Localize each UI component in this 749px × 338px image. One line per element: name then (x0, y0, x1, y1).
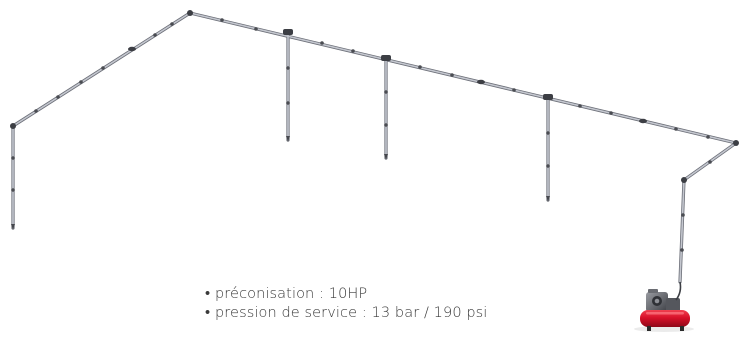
drop-leg-shadow (286, 30, 550, 202)
pipe-coupling (639, 118, 647, 124)
drop-outlets (11, 136, 550, 230)
tee-fitting (381, 55, 391, 61)
tee-fitting (283, 29, 293, 35)
elbow-fitting (681, 177, 687, 183)
spec-list: •préconisation : 10HP •pression de servi… (205, 285, 487, 323)
bullet: • (205, 286, 211, 302)
spec-text: pression de service : 13 bar / 190 psi (215, 305, 488, 321)
outlet-valve (546, 196, 550, 202)
outlet-valve (11, 224, 15, 230)
pipe-fittings (10, 10, 739, 183)
elbow-fitting (187, 10, 193, 16)
drop-legs (287, 31, 549, 201)
pipe-coupling (128, 46, 136, 52)
outlet-valve (286, 136, 290, 142)
outlet-valve (384, 154, 388, 160)
air-compressor-icon (634, 281, 694, 332)
elbow-fitting (733, 140, 739, 146)
tee-fitting (543, 94, 553, 100)
elbow-fitting (10, 123, 16, 129)
pipe-network (11, 11, 738, 284)
pipe-coupling (477, 79, 485, 85)
main-pipe-shadow (11, 11, 738, 284)
bullet: • (205, 305, 211, 321)
spec-item-recommendation: •préconisation : 10HP (205, 285, 487, 304)
pipe-brackets (11, 18, 712, 252)
spec-item-service-pressure: •pression de service : 13 bar / 190 psi (205, 304, 487, 323)
main-pipe (12, 12, 737, 283)
spec-text: préconisation : 10HP (215, 286, 368, 302)
